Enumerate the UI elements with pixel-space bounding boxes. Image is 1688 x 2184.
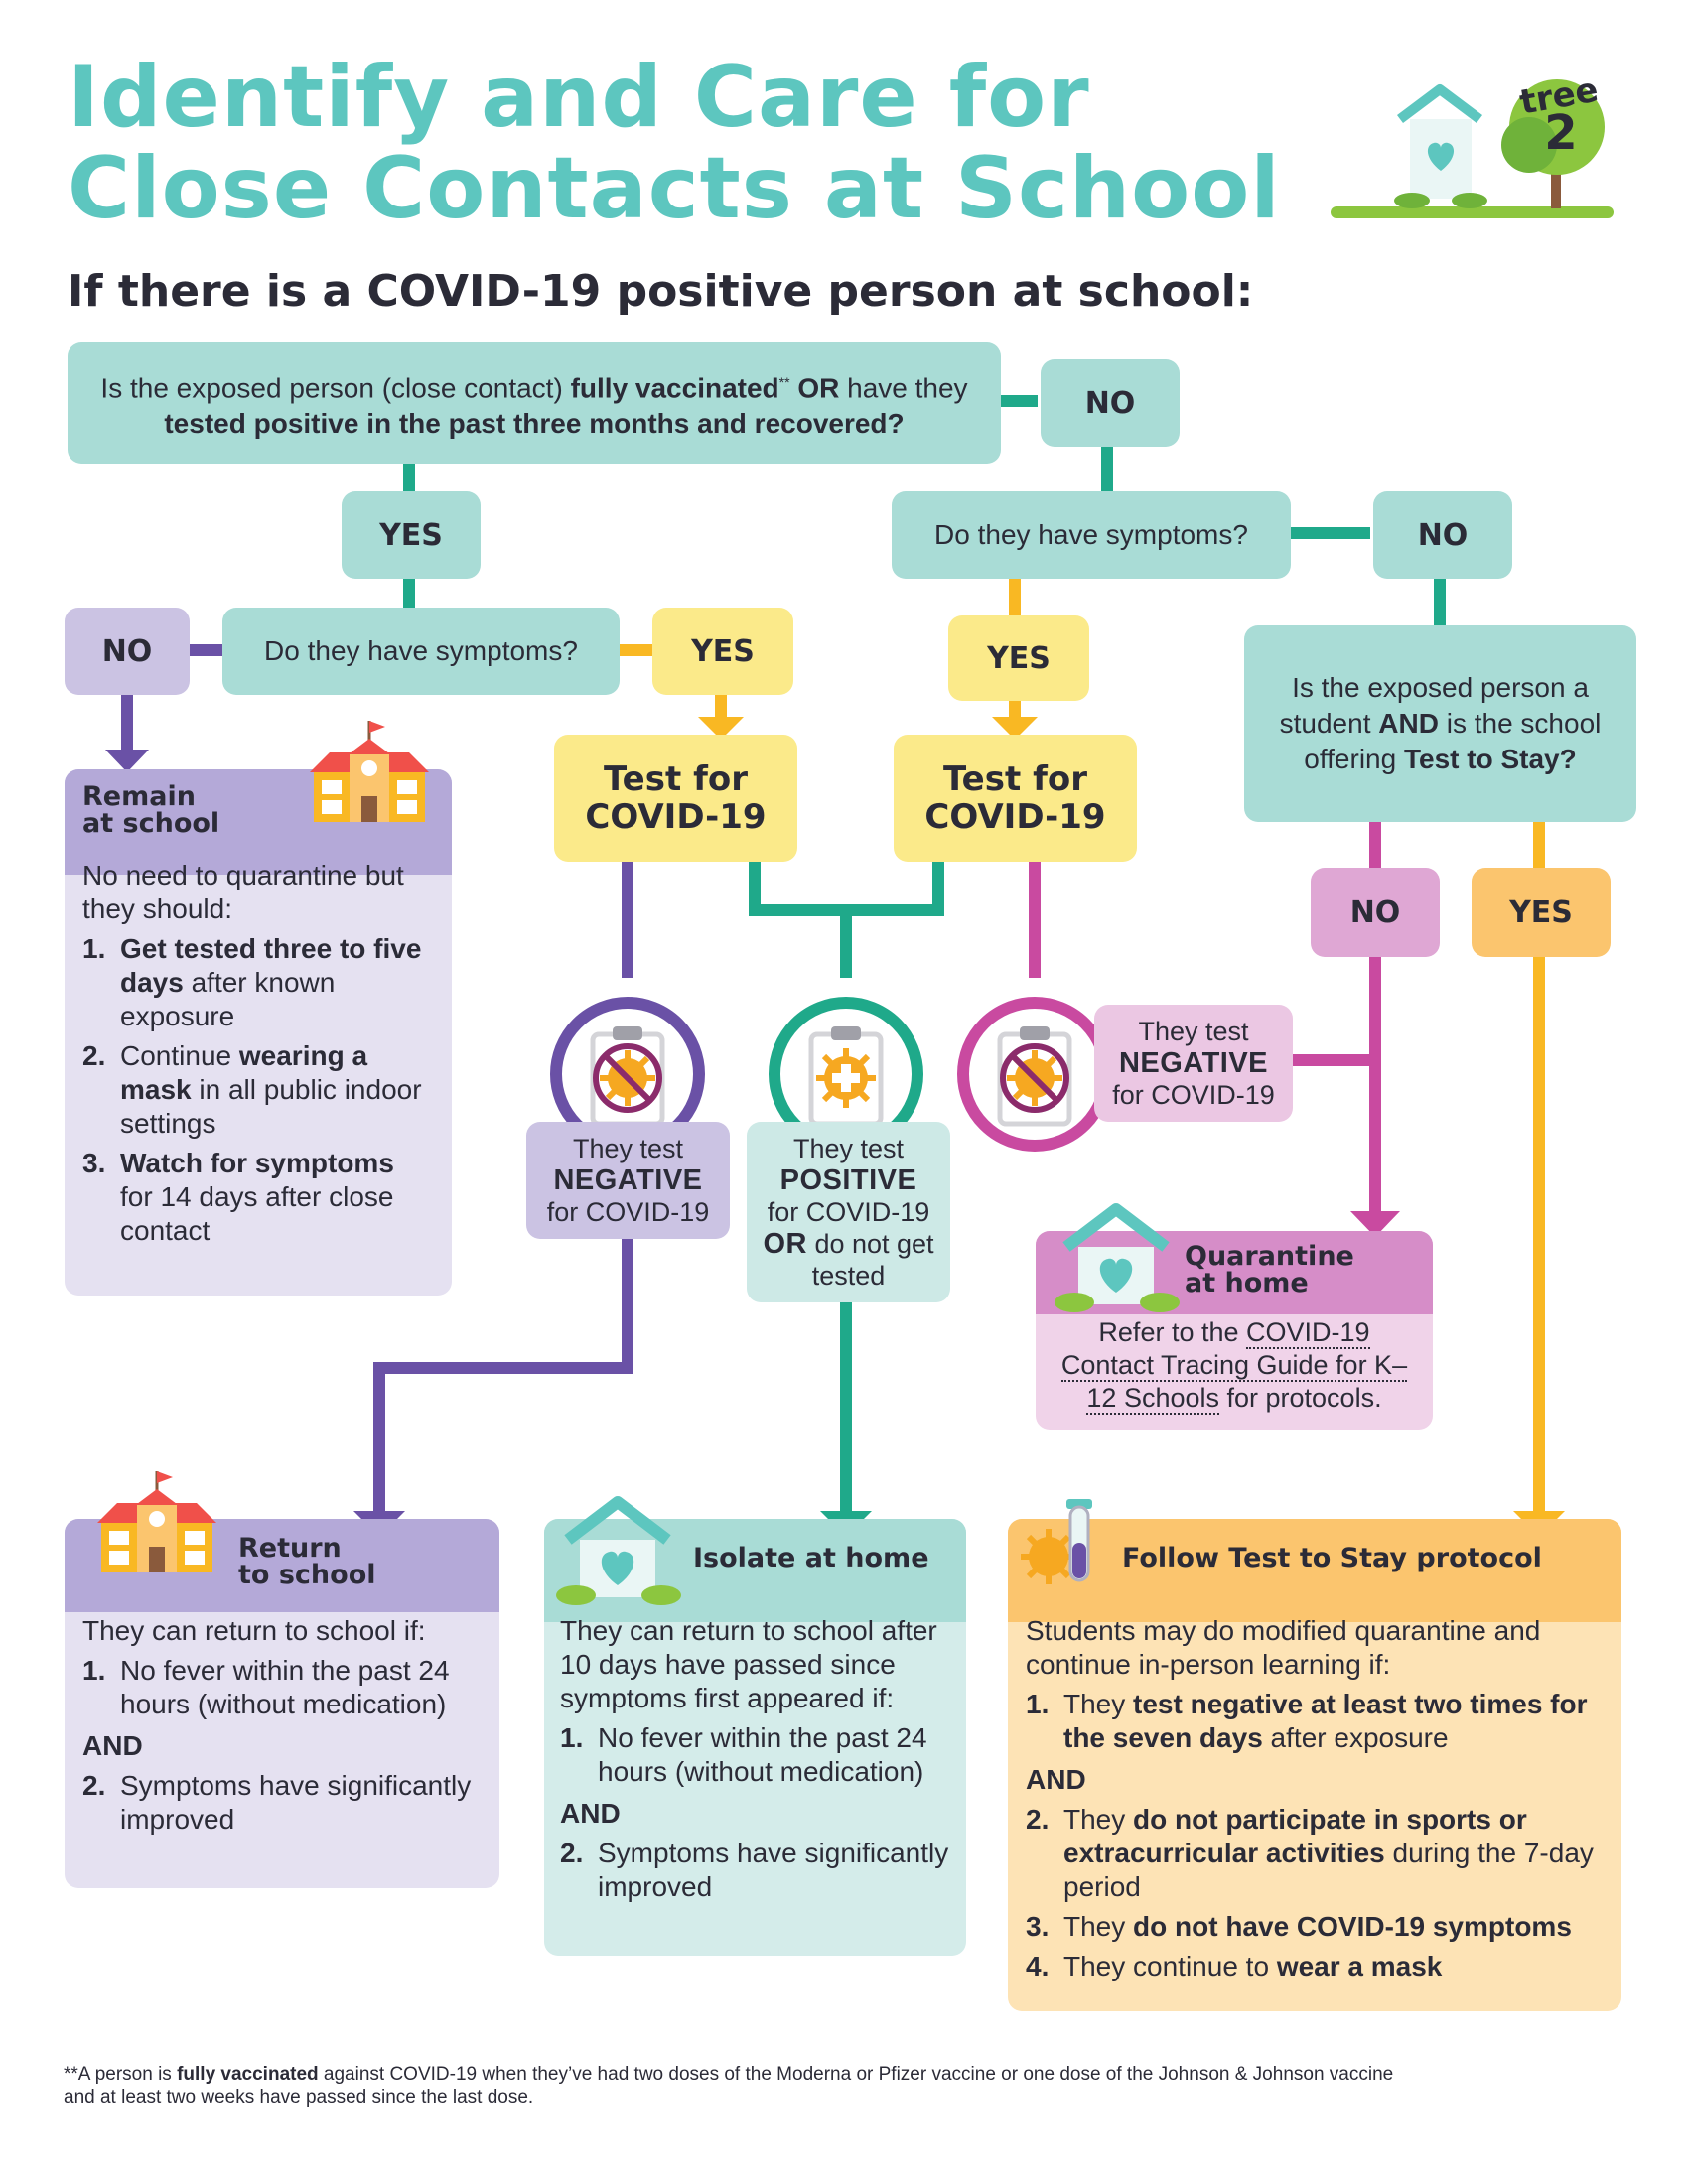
- label-yes-left: YES: [652, 608, 793, 695]
- page-title: Identify and Care for Close Contacts at …: [68, 52, 1358, 234]
- question-vaccinated: Is the exposed person (close contact) fu…: [68, 342, 1001, 464]
- card-isolate-at-home: Isolate at home They can return to schoo…: [544, 1519, 966, 1956]
- subtitle: If there is a COVID-19 positive person a…: [68, 266, 1254, 317]
- school-building-icon-return: [97, 1471, 216, 1572]
- contact-tracing-guide-link[interactable]: COVID-19 Contact Tracing Guide for K–12 …: [1060, 1317, 1408, 1415]
- virus-crossed-icon-left: [590, 1026, 665, 1127]
- title-line-1: Identify and Care for: [68, 48, 1090, 147]
- label-no-left: NO: [65, 608, 190, 695]
- house-heart-icon: [1394, 84, 1487, 208]
- label-no-main: NO: [1041, 359, 1180, 447]
- question-symptoms-right: Do they have symptoms?: [892, 491, 1291, 579]
- question-test-to-stay: Is the exposed person a student AND is t…: [1244, 625, 1636, 822]
- virus-plus-icon: [808, 1026, 884, 1127]
- title-line-2: Close Contacts at School: [68, 139, 1281, 238]
- label-no-right: NO: [1373, 491, 1512, 579]
- footnote: **A person is fully vaccinated against C…: [64, 2064, 1394, 2108]
- card-return-to-school: Return to school They can return to scho…: [65, 1519, 499, 1888]
- label-yes-student: YES: [1472, 868, 1611, 957]
- virus-crossed-icon-right: [997, 1026, 1072, 1127]
- label-yes-main: YES: [342, 491, 481, 579]
- test-tube-icon: [1021, 1499, 1092, 1584]
- logo-text-num: 2: [1544, 105, 1577, 161]
- label-no-student: NO: [1311, 868, 1440, 957]
- card-remain-at-school: Remain at school No need to quarantine b…: [65, 769, 452, 1296]
- label-yes-right: YES: [948, 615, 1089, 701]
- house-heart-icon-isolate: [556, 1496, 681, 1605]
- question-symptoms-left: Do they have symptoms?: [222, 608, 620, 695]
- card-test-to-stay: Follow Test to Stay protocol Students ma…: [1008, 1519, 1621, 2011]
- tree-icon: [1501, 79, 1605, 208]
- tree2-logo: tree 2: [1331, 70, 1614, 218]
- house-heart-icon-quarantine: [1055, 1203, 1180, 1312]
- school-building-icon: [310, 721, 429, 822]
